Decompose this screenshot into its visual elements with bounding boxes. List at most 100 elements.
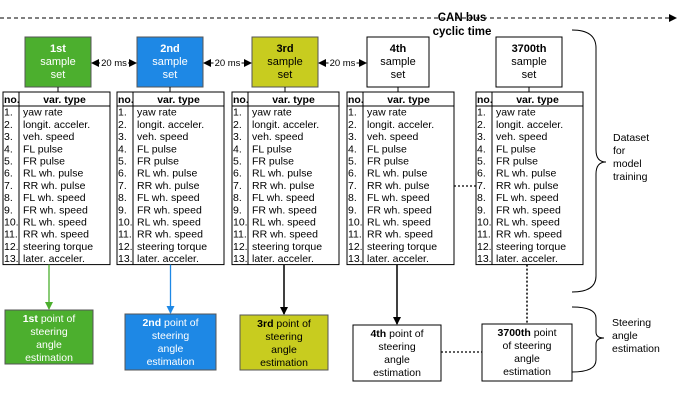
sample-set-label: set <box>278 69 293 81</box>
interval-label: 20 ms <box>330 58 356 69</box>
estimation-label: 1st point of <box>23 313 76 325</box>
sample-set-label: 4th <box>390 43 407 55</box>
table-cell-var-type: RR wh. speed <box>252 229 318 241</box>
table-cell-no: 10. <box>477 217 492 229</box>
table-row: 7.RR wh. pulse <box>233 180 315 192</box>
table-row: 12.steering torque <box>4 241 93 253</box>
table-row: 10.RL wh. speed <box>233 217 316 229</box>
dataset-label: model <box>613 158 642 170</box>
interval-arrow: 20 ms <box>203 57 252 69</box>
table-cell-no: 8. <box>477 192 486 204</box>
table-row: 7. RR wh. pulse <box>477 180 559 192</box>
estimation-label-part: steering <box>378 341 416 353</box>
dataset-label: Dataset <box>613 132 649 144</box>
table-cell-var-type: later. acceler. <box>252 253 314 265</box>
interval-label-bg <box>328 57 357 68</box>
estimation-label: of steering <box>502 340 551 352</box>
table-cell-no: 7. <box>348 180 357 192</box>
timeline-title-line2: cyclic time <box>433 26 492 38</box>
table-row: 9.FR wh. speed <box>477 204 561 216</box>
table-cell-var-type: RR wh. pulse <box>137 180 200 192</box>
dataset-label: for <box>613 145 626 157</box>
estimation-label: angle <box>158 343 184 355</box>
table-cell-var-type: RR wh. pulse <box>252 180 315 192</box>
table-cell-no: 12. <box>477 241 492 253</box>
table-cell-var-type: RR wh. speed <box>496 229 562 241</box>
table-cell-var-type: RL wh. speed <box>367 217 431 229</box>
sample-set-label: 2nd <box>160 43 180 55</box>
estimation-label: steering <box>30 326 68 338</box>
table-cell-var-type: RR wh. speed <box>23 229 89 241</box>
table-cell-var-type: FR wh. speed <box>23 204 88 216</box>
estimation-label-part: 1st <box>23 313 39 325</box>
table-cell-no: 2. <box>348 119 357 131</box>
table-header-no: no. <box>118 94 134 106</box>
table-cell-var-type: yaw rate <box>137 107 177 119</box>
table-row: 10.RL wh. speed <box>118 217 201 229</box>
table-row: 8.FL wh. speed <box>477 192 559 204</box>
table-cell-var-type: FL pulse <box>496 143 536 155</box>
table-cell-no: 10. <box>118 217 133 229</box>
estimation-label: estimation <box>503 366 551 378</box>
table-cell-no: 8. <box>233 192 242 204</box>
table-cell-var-type: FR wh. speed <box>252 204 317 216</box>
table-cell-var-type: RR wh. pulse <box>23 180 86 192</box>
table-row: 8.FL wh. speed <box>4 192 86 204</box>
table-row: 1.yaw rate <box>477 107 536 119</box>
estimation-label: 2nd point of <box>142 317 198 329</box>
table-row: 1.yaw rate <box>348 107 407 119</box>
table-cell-var-type: FL pulse <box>252 143 292 155</box>
sample-set-label: set <box>163 69 178 81</box>
estimation-label: estimation <box>260 357 308 369</box>
table-cell-var-type: later. acceler. <box>23 253 85 265</box>
table-cell-no: 7. <box>477 180 486 192</box>
table-row: 12.steering torque <box>233 241 322 253</box>
sample-set-box <box>366 36 430 88</box>
table-cell-var-type: veh. speed <box>252 131 304 143</box>
table-row: 8.FL wh. speed <box>118 192 200 204</box>
estimation-label-part: 3700th <box>498 327 531 339</box>
steering-label: angle <box>612 330 638 342</box>
table-cell-no: 3. <box>233 131 242 143</box>
table-row: 3.veh. speed <box>118 131 189 143</box>
table-row: 8.FL wh. speed <box>348 192 430 204</box>
estimation-label-part: angle <box>158 343 184 355</box>
table-cell-no: 13. <box>233 253 248 265</box>
table-cell-var-type: steering torque <box>367 241 437 253</box>
table-row: 10.RL wh. speed <box>477 217 560 229</box>
table-row: 4.FL pulse <box>477 143 536 155</box>
estimation-box <box>481 323 573 382</box>
table-cell-no: 9. <box>118 204 127 216</box>
table-row: 5.FR pulse <box>233 156 294 168</box>
table-row: 3. veh. speed <box>233 131 304 143</box>
table-cell-no: 2. <box>477 119 486 131</box>
table-row: 1.yaw rate <box>4 107 63 119</box>
table-cell-no: 11. <box>118 229 132 241</box>
estimation-label: steering <box>378 341 416 353</box>
table-row: 6. RL wh. pulse <box>4 168 83 180</box>
table-row: 12.steering torque <box>348 241 437 253</box>
table-cell-no: 9. <box>4 204 13 216</box>
table-cell-var-type: RR wh. pulse <box>496 180 559 192</box>
table-row: 2.longit. acceler. <box>348 119 434 131</box>
table-cell-no: 2. <box>233 119 242 131</box>
table-row: 2.longit. acceler. <box>118 119 204 131</box>
table-cell-var-type: FR wh. speed <box>367 204 432 216</box>
table-cell-var-type: veh. speed <box>496 131 548 143</box>
interval-label-bg <box>100 57 128 68</box>
table-cell-var-type: RR wh. pulse <box>367 180 430 192</box>
estimation-label-part: estimation <box>25 352 73 364</box>
timeline-title-line1: CAN bus <box>438 12 487 24</box>
table-cell-var-type: longit. acceler. <box>252 119 319 131</box>
table-cell-no: 6. <box>4 168 13 180</box>
table-cell-var-type: RL wh. pulse <box>23 168 83 180</box>
table-cell-var-type: veh. speed <box>367 131 419 143</box>
